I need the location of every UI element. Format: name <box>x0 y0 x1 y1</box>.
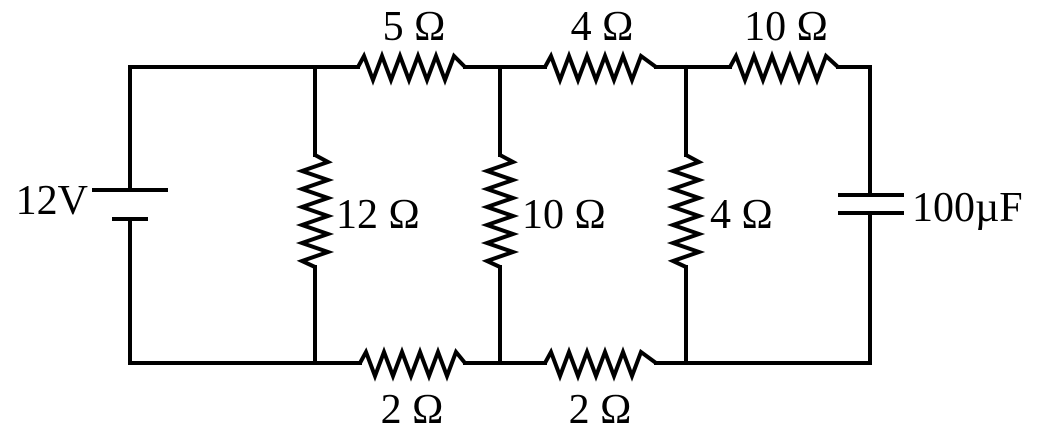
resistor-top-2-label: 4 Ω <box>571 4 634 50</box>
resistor-shunt-3-label: 4 Ω <box>710 192 773 238</box>
resistor-shunt-1 <box>295 153 335 269</box>
resistor-top-3 <box>728 50 840 86</box>
resistor-shunt-1-label: 12 Ω <box>336 192 420 238</box>
resistor-top-1-label: 5 Ω <box>383 4 446 50</box>
resistor-bottom-1-label: 2 Ω <box>381 387 444 433</box>
wires <box>128 65 872 365</box>
battery-symbol <box>92 188 168 221</box>
resistor-bottom-1 <box>358 346 467 382</box>
resistor-shunt-2-label: 10 Ω <box>522 192 606 238</box>
resistor-top-2 <box>543 50 658 86</box>
capacitor-symbol <box>838 193 904 215</box>
capacitor-label: 100µF <box>912 185 1023 231</box>
resistor-top-3-label: 10 Ω <box>744 4 828 50</box>
resistor-shunt-2 <box>480 153 520 269</box>
resistor-bottom-2 <box>543 346 658 382</box>
resistor-top-1 <box>356 50 467 86</box>
source-label: 12V <box>16 178 88 224</box>
resistor-bottom-2-label: 2 Ω <box>569 387 632 433</box>
resistor-shunt-3 <box>666 153 706 269</box>
